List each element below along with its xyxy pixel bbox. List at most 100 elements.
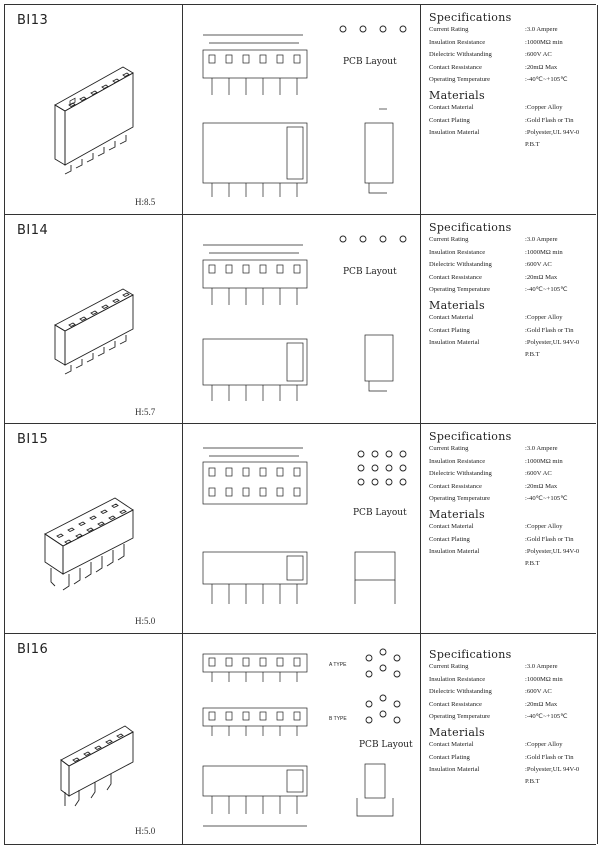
- specifications-heading: Specifications: [429, 221, 512, 234]
- spec-value: :3.0 Ampere: [525, 236, 558, 243]
- material-line: Insulation Material:Polyester,UL 94V-0: [429, 764, 595, 777]
- spec-label: Insulation Resistance: [429, 248, 486, 256]
- specifications-heading: Specifications: [429, 11, 512, 24]
- spec-value: :3.0 Ampere: [525, 445, 558, 452]
- spec-label: Insulation Resistance: [429, 675, 486, 683]
- spec-label: Operating Temperature: [429, 713, 491, 721]
- spec-value: :3.0 Ampere: [525, 663, 558, 670]
- material-line: Insulation Material :Polyester,UL 94V-0: [429, 127, 595, 140]
- material-line: Contact Plating:Gold Flash or Tin: [429, 752, 595, 765]
- material-label: Contact Material: [429, 103, 474, 111]
- spec-label: Current Rating: [429, 26, 469, 33]
- spec-value: :-40℃~+105℃: [525, 286, 568, 294]
- spec-label: Current Rating: [429, 236, 469, 243]
- material-label: Contact Plating: [429, 535, 470, 543]
- spec-label: Operating Temperature: [429, 286, 491, 294]
- product-row-bi14: BI14 H:5.7: [4, 214, 598, 424]
- specifications-heading: Specifications: [429, 430, 512, 443]
- material-value: :Polyester,UL 94V-0: [525, 339, 580, 347]
- spec-label: Contact Ressistance: [429, 273, 482, 281]
- spec-line: Current Rating :3.0 Ampere: [429, 24, 595, 37]
- material-value: :Copper Alloy: [525, 313, 563, 321]
- spec-value: :20mΩ Max: [525, 482, 558, 490]
- height-label: H:8.5: [135, 197, 156, 207]
- material-label: Insulation Material: [429, 129, 480, 137]
- product-row-bi13: BI13 H:8.5: [4, 4, 598, 215]
- isometric-connector-drawing: [60, 725, 134, 807]
- spec-line: Dielectric Withstanding:600V AC: [429, 49, 595, 62]
- material-value: :Copper Alloy: [525, 103, 563, 111]
- height-label: H:5.0: [135, 616, 156, 626]
- height-label: H:5.7: [135, 407, 156, 417]
- spec-line: Dielectric Withstanding :600V AC: [429, 686, 595, 699]
- drawing-cell: A TYPE B TYPE PCB Layout: [182, 634, 421, 844]
- materials-heading: Materials: [429, 725, 485, 739]
- spec-value: :-40℃~+105℃: [525, 495, 568, 503]
- material-line: Contact Material :Copper Alloy: [429, 312, 595, 325]
- spec-line: Current Rating:3.0 Ampere: [429, 443, 595, 456]
- specifications-cell: Specifications Current Rating:3.0 Ampere…: [420, 634, 598, 844]
- isometric-cell: BI13 H:8.5: [4, 5, 183, 215]
- spec-label: Operating Temperature: [429, 495, 491, 503]
- material-line: Contact Plating :Gold Flash or Tin: [429, 325, 595, 338]
- pcb-layout-label: PCB Layout: [343, 267, 397, 277]
- model-title: BI13: [17, 13, 49, 28]
- spec-value: :600V AC: [525, 470, 552, 478]
- spec-value: :-40℃~+105℃: [525, 713, 568, 721]
- material-label: Contact Material: [429, 313, 474, 321]
- spec-line: Contact Ressistance:20mΩ Max: [429, 481, 595, 494]
- material-label: Contact Plating: [429, 753, 470, 761]
- specifications-heading: Specifications: [429, 648, 512, 661]
- material-label: Contact Material: [429, 522, 474, 530]
- specifications-cell: Specifications Current Rating :3.0 Ampere…: [420, 5, 598, 215]
- spec-label: Dielectric Withstanding: [429, 688, 492, 696]
- spec-value: :20mΩ Max: [525, 273, 558, 281]
- model-title: BI16: [17, 642, 49, 657]
- material-label: Contact Plating: [429, 116, 470, 124]
- a-type-label: A TYPE: [329, 662, 347, 668]
- spec-line: Insulation Resistance:1000MΩ min: [429, 674, 595, 687]
- spec-label: Contact Ressistance: [429, 700, 482, 708]
- specifications-cell: Specifications Current Rating :3.0 Ampere…: [420, 215, 598, 424]
- spec-line: Contact Ressistance:20mΩ Max: [429, 699, 595, 712]
- material-line: Contact Plating :Gold Flash or Tin: [429, 534, 595, 547]
- spec-label: Dielectric Withstanding: [429, 261, 492, 269]
- spec-label: Dielectric Withstanding: [429, 470, 492, 478]
- spec-line: Insulation Resistance:1000MΩ min: [429, 37, 595, 50]
- spec-line: Insulation Resistance:1000MΩ min: [429, 247, 595, 260]
- technical-drawing: [202, 447, 407, 604]
- spec-line: Operating Temperature :-40℃~+105℃: [429, 711, 595, 724]
- material-continuation: P.B.T: [525, 140, 540, 148]
- material-value: :Polyester,UL 94V-0: [525, 129, 580, 137]
- spec-label: Contact Ressistance: [429, 63, 482, 71]
- material-line: Contact Material :Copper Alloy: [429, 102, 595, 115]
- isometric-connector-drawing: [54, 66, 134, 175]
- drawing-cell: PCB Layout: [182, 215, 421, 424]
- isometric-cell: BI14 H:5.7: [4, 215, 183, 424]
- isometric-cell: BI16 H:5.0: [4, 634, 183, 844]
- spec-value: :600V AC: [525, 688, 552, 696]
- spec-value: :3.0 Ampere: [525, 26, 558, 33]
- spec-line: Operating Temperature :-40℃~+105℃: [429, 493, 595, 506]
- spec-line: Contact Ressistance :20mΩ Max: [429, 272, 595, 285]
- material-line: Insulation Material:Polyester,UL 94V-0: [429, 337, 595, 350]
- drawing-cell: PCB Layout: [182, 5, 421, 215]
- isometric-connector-drawing: [44, 497, 134, 591]
- material-line: Insulation Material :Polyester,UL 94V-0: [429, 546, 595, 559]
- height-label: H:5.0: [135, 826, 156, 836]
- b-type-label: B TYPE: [329, 716, 347, 722]
- technical-drawing: [202, 235, 407, 401]
- materials-heading: Materials: [429, 88, 485, 102]
- material-value: :Polyester,UL 94V-0: [525, 548, 580, 556]
- material-label: Contact Plating: [429, 326, 470, 334]
- spec-label: Insulation Resistance: [429, 457, 486, 465]
- spec-line: Insulation Resistance:1000MΩ min: [429, 456, 595, 469]
- material-line: Contact Plating:Gold Flash or Tin: [429, 115, 595, 128]
- materials-heading: Materials: [429, 507, 485, 521]
- spec-value: :600V AC: [525, 51, 552, 59]
- spec-line: Dielectric Withstanding :600V AC: [429, 468, 595, 481]
- material-value: :Gold Flash or Tin: [525, 326, 574, 334]
- material-label: Insulation Material: [429, 548, 480, 556]
- spec-value: :1000MΩ min: [525, 38, 563, 46]
- material-value: :Gold Flash or Tin: [525, 535, 574, 543]
